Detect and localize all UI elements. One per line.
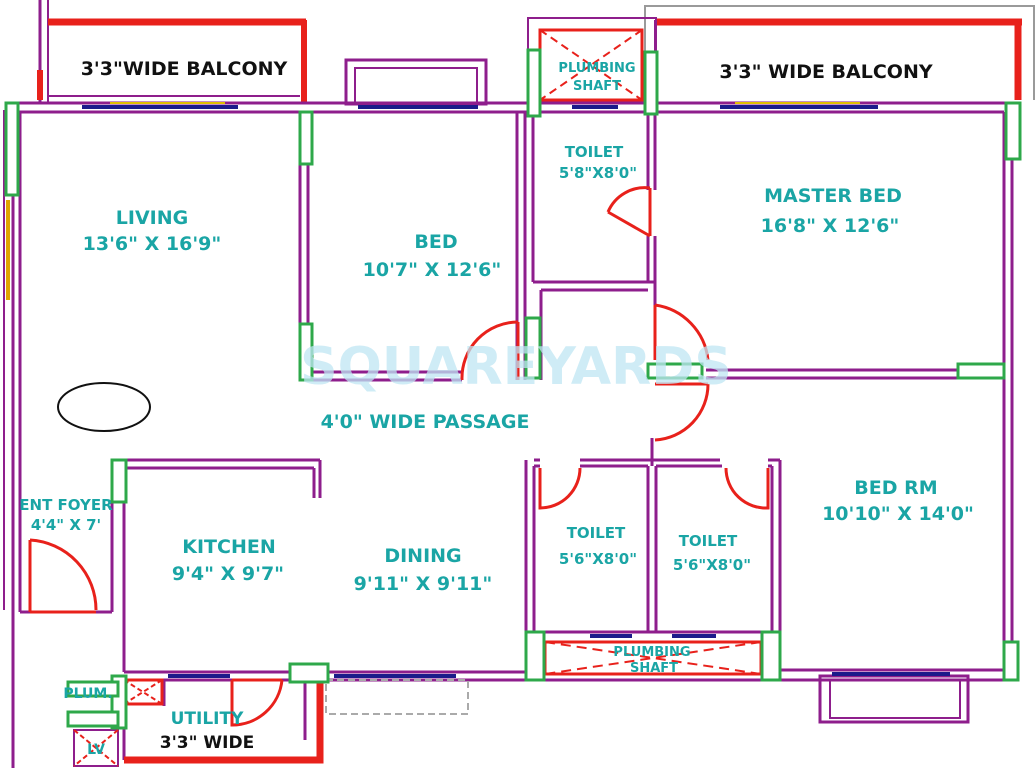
- plumbing-bottom-label-2: SHAFT: [630, 661, 678, 676]
- utility-size: 3'3" WIDE: [160, 733, 254, 753]
- toilet-b-size: 5'6"X8'0": [673, 556, 751, 574]
- foyer-size: 4'4" X 7': [31, 516, 101, 534]
- kitchen-name: KITCHEN: [182, 536, 275, 558]
- windows-bottom: [168, 634, 970, 724]
- doors: [28, 186, 770, 727]
- bed-rm-name: BED RM: [854, 477, 937, 499]
- balcony-right-label: 3'3" WIDE BALCONY: [719, 61, 932, 83]
- master-bed-size: 16'8" X 12'6": [761, 215, 900, 237]
- balcony-left-label: 3'3"WIDE BALCONY: [81, 58, 288, 80]
- toilet-b-name: TOILET: [679, 532, 738, 550]
- bed-name: BED: [414, 231, 457, 253]
- windows-top: [82, 102, 878, 109]
- plumbing-top-label-2: SHAFT: [573, 79, 621, 94]
- dining-name: DINING: [384, 545, 461, 567]
- plum-label: PLUM.: [63, 686, 112, 702]
- toilet-a-size: 5'6"X8'0": [559, 550, 637, 568]
- utility-name: UTILITY: [171, 709, 244, 729]
- living-size: 13'6" X 16'9": [83, 233, 222, 255]
- lv-label: LV: [87, 742, 105, 758]
- table-oval: [57, 382, 151, 432]
- columns: [4, 48, 1022, 730]
- toilet-top-size: 5'8"X8'0": [559, 164, 637, 182]
- kitchen-size: 9'4" X 9'7": [172, 563, 284, 585]
- window-bed: [344, 58, 488, 109]
- living-name: LIVING: [116, 207, 188, 229]
- passage-label: 4'0" WIDE PASSAGE: [321, 411, 530, 433]
- balcony-right: [644, 5, 1035, 103]
- balcony-left: [37, 0, 307, 103]
- left-edge-strip: [3, 110, 10, 610]
- plumbing-bottom-label-1: PLUMBING: [613, 645, 690, 660]
- master-bed-name: MASTER BED: [764, 185, 902, 207]
- bed-rm-size: 10'10" X 14'0": [822, 503, 974, 525]
- watermark: SQUAREYARDS: [300, 337, 732, 397]
- bed-size: 10'7" X 12'6": [363, 259, 502, 281]
- plumbing-top-label-1: PLUMBING: [558, 61, 635, 76]
- foyer-name: ENT FOYER: [19, 496, 113, 514]
- toilet-a-name: TOILET: [567, 524, 626, 542]
- toilet-top-name: TOILET: [565, 143, 624, 161]
- dining-size: 9'11" X 9'11": [354, 573, 493, 595]
- utility-area: [73, 678, 324, 767]
